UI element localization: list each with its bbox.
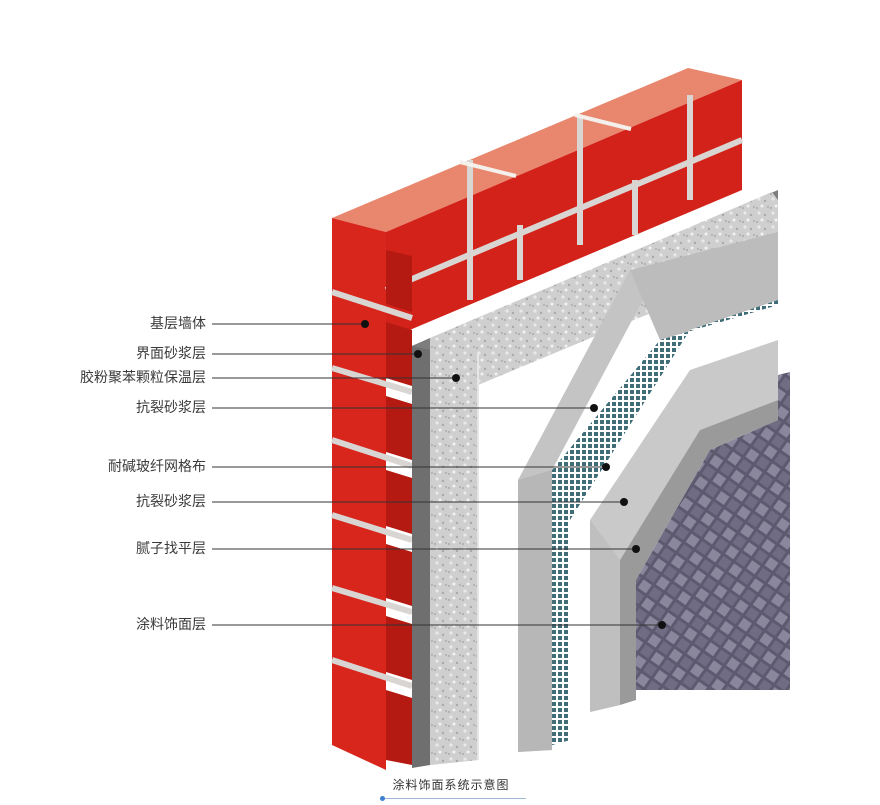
label-base-wall: 基层墙体 (150, 316, 206, 332)
dot-base-wall (361, 320, 369, 328)
mesh-layer (552, 300, 778, 745)
label-mesh: 耐碱玻纤网格布 (108, 459, 206, 475)
dot-coating (658, 621, 666, 629)
diagram-caption: 涂料饰面系统示意图 (392, 778, 510, 792)
dot-anticrack-1 (590, 404, 598, 412)
caption-dot (380, 796, 385, 801)
caption-underline (380, 798, 526, 799)
leader-dots (361, 320, 666, 629)
coating-finish-layer (636, 372, 790, 690)
label-anticrack-2: 抗裂砂浆层 (136, 494, 206, 510)
dot-insulation (452, 374, 460, 382)
label-insulation: 胶粉聚苯颗粒保温层 (80, 370, 206, 386)
putty-layer (620, 400, 778, 705)
leader-lines (212, 323, 662, 626)
label-interface-mortar: 界面砂浆层 (136, 346, 206, 362)
label-putty: 腻子找平层 (136, 541, 206, 557)
label-anticrack-1: 抗裂砂浆层 (136, 400, 206, 416)
dot-putty (632, 545, 640, 553)
anticrack-mortar-layer-2 (590, 340, 778, 712)
dot-anticrack-2 (620, 498, 628, 506)
label-coating: 涂料饰面层 (136, 617, 206, 633)
dot-mesh (602, 463, 610, 471)
insulation-layer (430, 192, 778, 765)
dot-interface-mortar (414, 350, 422, 358)
